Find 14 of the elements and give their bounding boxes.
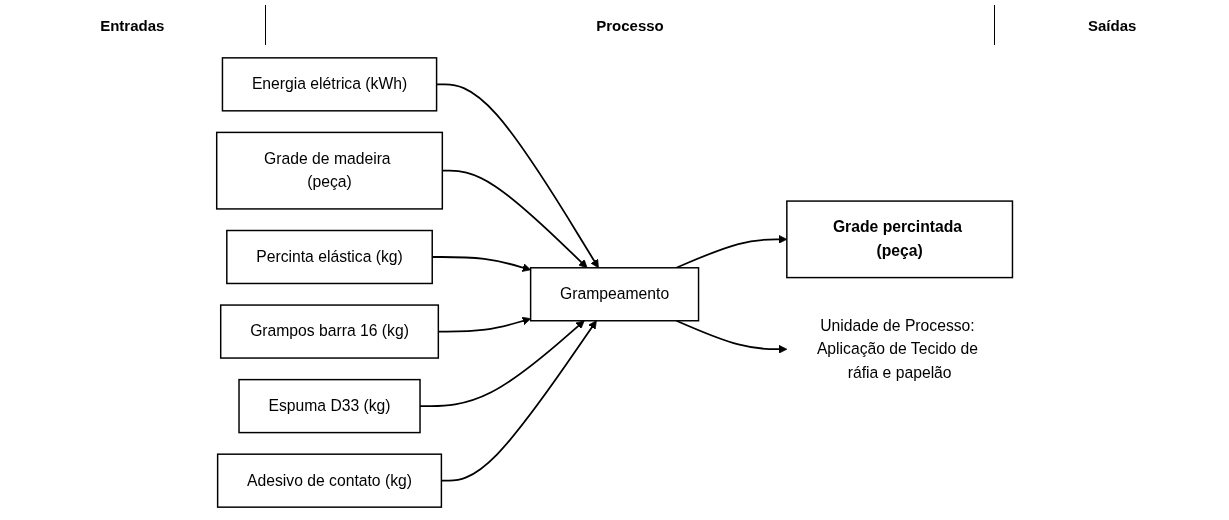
node-box: Grampos barra 16 (kg) [219, 304, 439, 359]
arrow [419, 320, 585, 407]
node-box: Espuma D33 (kg) [238, 378, 421, 434]
column-heading: Processo [596, 16, 664, 34]
node-text: Unidade de Processo: Aplicação de Tecido de ráfia e papelão [816, 316, 978, 381]
node-box: Grampeamento [529, 267, 700, 322]
node-box: Grade percintada (peça) [786, 200, 1014, 279]
node-box: Energia elétrica (kWh) [221, 57, 438, 112]
node-box: Adesivo de contato (kg) [216, 453, 443, 508]
column-heading: Entradas [100, 16, 165, 34]
node-box: Percinta elástica (kg) [226, 229, 433, 285]
column-heading: Saídas [1088, 16, 1137, 34]
arrow [675, 319, 788, 354]
node-box: Grade de madeira (peça) [215, 131, 443, 210]
